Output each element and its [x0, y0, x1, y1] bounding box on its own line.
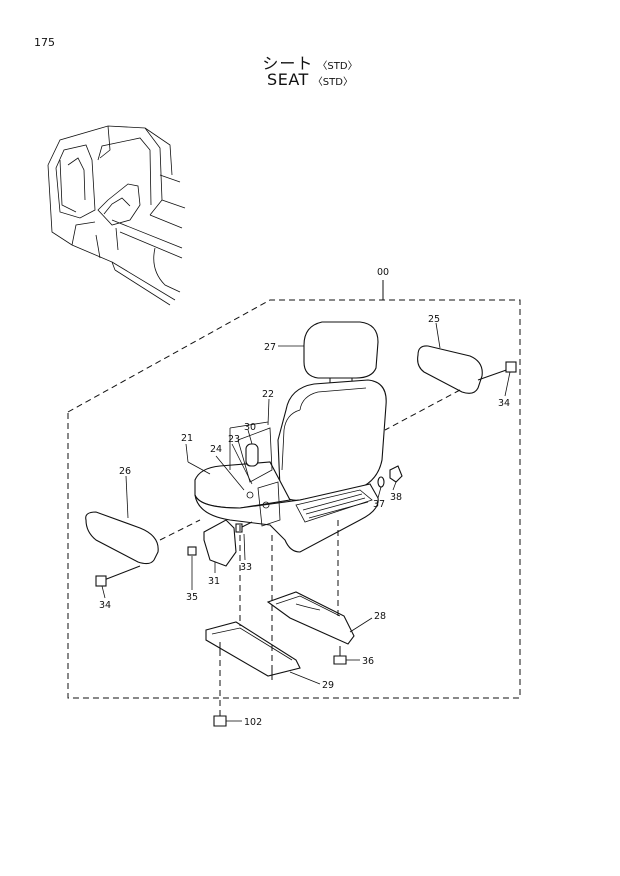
title-english: SEAT〈STD〉 [0, 70, 620, 89]
headrest [303, 321, 379, 392]
callout-27: 27 [264, 342, 276, 353]
armrest-right [384, 345, 517, 431]
title-en-text: SEAT [267, 70, 309, 89]
page-number: 175 [34, 36, 55, 49]
side-cover [203, 519, 253, 567]
slide-rail-left [205, 621, 301, 680]
callout-29: 29 [322, 680, 334, 691]
seat-backrest [277, 379, 387, 501]
title-jp-suffix: 〈STD〉 [317, 61, 358, 72]
callout-26: 26 [119, 466, 131, 477]
title-jp-text: シート [262, 54, 314, 73]
armrest-left [85, 511, 201, 587]
callout-102: 102 [244, 717, 262, 728]
callout-35: 35 [186, 592, 198, 603]
callout-33: 33 [240, 562, 252, 573]
callout-21: 21 [181, 433, 193, 444]
callout-37: 37 [373, 499, 385, 510]
callout-00: 00 [377, 267, 389, 278]
leader-lines [101, 322, 511, 722]
callout-28: 28 [374, 611, 386, 622]
title-japanese: シート〈STD〉 [0, 50, 620, 74]
title-en-suffix: 〈STD〉 [312, 77, 353, 88]
small-fasteners [187, 443, 403, 556]
callout-25: 25 [428, 314, 440, 325]
slide-rail-right [266, 591, 355, 665]
callout-30: 30 [244, 422, 256, 433]
alignment-lines [219, 520, 339, 716]
cab-location-sketch [47, 125, 186, 306]
callout-23: 23 [228, 434, 240, 445]
callout-24: 24 [210, 444, 222, 455]
callout-22: 22 [262, 389, 274, 400]
callout-38: 38 [390, 492, 402, 503]
bolt-102 [213, 715, 227, 727]
callout-36: 36 [362, 656, 374, 667]
callout-34-right: 34 [498, 398, 510, 409]
callout-31: 31 [208, 576, 220, 587]
assembly-boundary [67, 299, 521, 699]
callout-labels: 00 27 22 25 21 23 30 24 26 34 37 38 31 3… [99, 267, 510, 728]
callout-34-left: 34 [99, 600, 111, 611]
